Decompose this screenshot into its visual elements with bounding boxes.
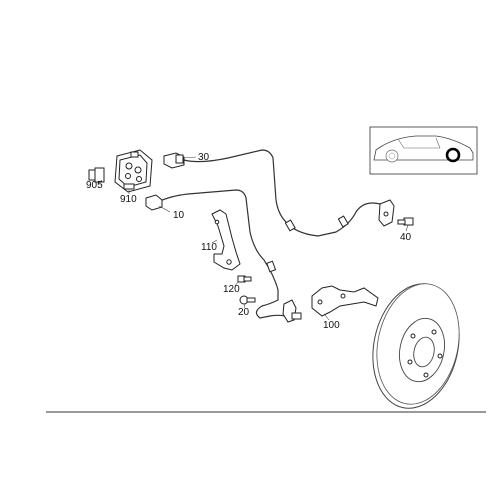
callout-20: 20 <box>238 307 250 318</box>
bracket-100 <box>311 285 379 317</box>
callout-905: 905 <box>86 180 103 191</box>
callout-910: 910 <box>120 194 137 205</box>
wiring-harness-30 <box>163 149 395 237</box>
brake-disc <box>372 283 460 409</box>
vehicle-locator-inset <box>369 126 478 175</box>
control-unit-910 <box>114 149 153 193</box>
callout-40: 40 <box>400 232 412 243</box>
leader-lines <box>97 156 409 321</box>
callout-10: 10 <box>173 210 185 221</box>
bolt-40 <box>397 217 414 226</box>
bolt-905 <box>88 167 105 183</box>
screw-20 <box>239 295 256 305</box>
callout-110: 110 <box>201 242 217 253</box>
bracket-110 <box>211 209 241 271</box>
callout-30: 30 <box>198 152 210 163</box>
callout-100: 100 <box>323 320 340 331</box>
car-side-icon <box>373 135 474 163</box>
wiring-harness-10 <box>145 189 302 323</box>
bolt-120 <box>237 275 252 283</box>
callout-120: 120 <box>223 284 240 295</box>
wheel-location-marker-icon <box>445 147 461 163</box>
